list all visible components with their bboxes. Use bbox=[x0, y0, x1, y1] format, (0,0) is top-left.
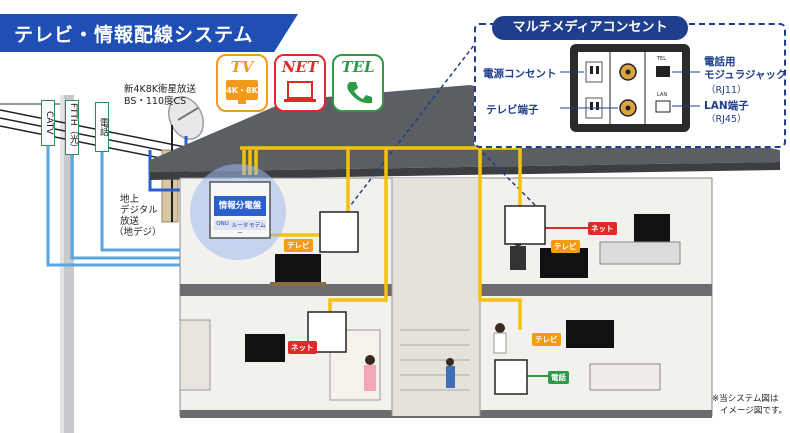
tel-badge-label: TEL bbox=[341, 58, 375, 76]
tv-badge: TV 4K・8K bbox=[216, 54, 268, 112]
tv-living-1f-left bbox=[275, 254, 321, 282]
tv-icon bbox=[224, 78, 260, 106]
room-tag-net-2f-right: ネット bbox=[588, 222, 617, 235]
title-banner bbox=[0, 14, 298, 52]
tv-badge-sub: 4K・8K bbox=[226, 86, 258, 95]
mm-power-label: 電源コンセント bbox=[483, 68, 557, 80]
pole-label-catv: CATV bbox=[41, 100, 55, 146]
note-line-2: イメージ図です。 bbox=[720, 406, 787, 416]
outlet-plate-2f-left bbox=[319, 211, 359, 253]
mm-tv-label: テレビ端子 bbox=[486, 104, 539, 116]
satellite-dish bbox=[168, 96, 204, 140]
tv-badge-label: TV bbox=[230, 58, 254, 76]
page-title: テレビ・情報配線システム bbox=[14, 24, 254, 46]
panel-btn-router: ルーター bbox=[231, 223, 249, 237]
terrestrial-label-4: （地デジ） bbox=[114, 227, 162, 238]
terrestrial-label-2: デジタル bbox=[120, 205, 158, 216]
mm-lan-code: （RJ45） bbox=[706, 114, 747, 125]
mm-tel-code: （RJ11） bbox=[706, 85, 747, 96]
room-tag-tv-2f-right: テレビ bbox=[551, 240, 580, 253]
laptop-icon bbox=[282, 78, 318, 106]
tel-badge: TEL bbox=[332, 54, 384, 112]
phone-icon bbox=[340, 78, 376, 106]
pole-label-phone: 電話 bbox=[95, 102, 109, 152]
room-tag-tv-2f-left: テレビ bbox=[284, 239, 313, 252]
mm-lan-label: LAN端子 bbox=[704, 100, 749, 112]
terrestrial-label-3: 放送 bbox=[120, 216, 140, 227]
panel-btn-modem: モデム bbox=[249, 223, 266, 229]
multimedia-outlet-title: マルチメディアコンセント bbox=[492, 16, 688, 40]
mm-tel-label-1: 電話用 bbox=[704, 56, 736, 68]
satellite-label-2: BS・110度CS bbox=[124, 96, 187, 107]
note-line-1: ※当システム図は bbox=[712, 394, 779, 404]
room-tag-net-1f-left: ネット bbox=[288, 341, 317, 354]
pole-label-ftth: FTTH（光） bbox=[65, 100, 79, 155]
mm-tel-label-2: モジュラジャック bbox=[704, 69, 787, 81]
room-tag-tel-1f-right: 電話 bbox=[548, 371, 569, 384]
info-panel-title: 情報分電盤 bbox=[218, 201, 262, 211]
panel-btn-onu: ONU bbox=[216, 221, 229, 227]
tv-line-main bbox=[240, 146, 522, 214]
net-badge-label: NET bbox=[281, 58, 319, 76]
net-badge: NET bbox=[274, 54, 326, 112]
mm-lan-small: LAN bbox=[657, 92, 668, 98]
room-tag-tv-1f-right: テレビ bbox=[532, 333, 561, 346]
mm-tel-small: TEL bbox=[657, 56, 666, 62]
satellite-label-1: 新4K8K衛星放送 bbox=[124, 84, 197, 95]
terrestrial-label-1: 地上 bbox=[120, 194, 140, 205]
